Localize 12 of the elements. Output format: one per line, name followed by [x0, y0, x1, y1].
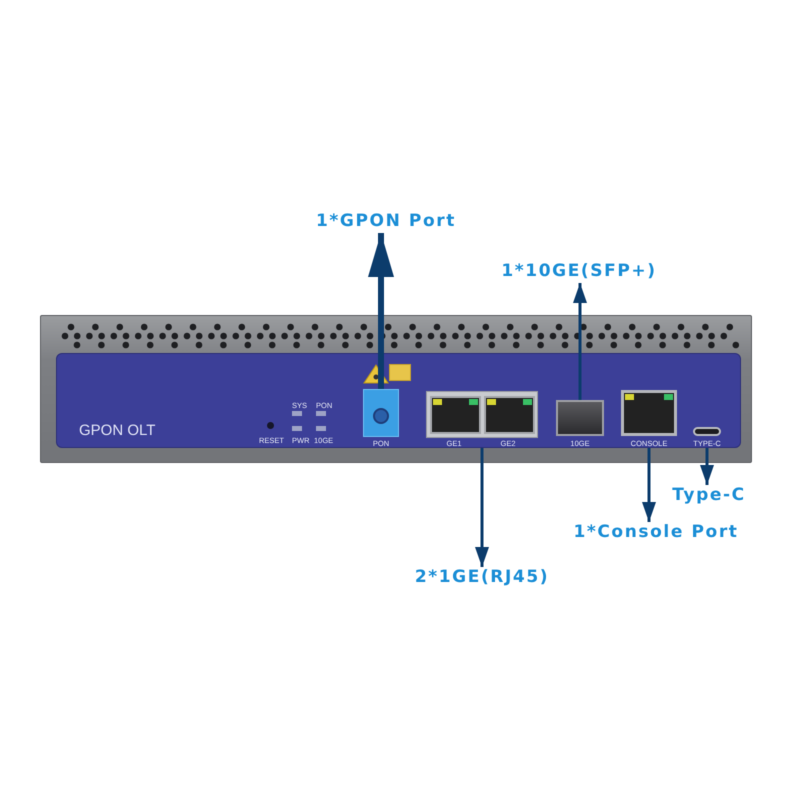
callout-label: 1*Console Port: [570, 522, 742, 544]
arrow: [368, 233, 394, 389]
callout-label: 2*1GE(RJ45): [392, 567, 572, 589]
arrow: [573, 283, 587, 400]
arrow: [642, 448, 656, 522]
device-name-label: GPON OLT: [79, 422, 156, 439]
callout-label: Type-C: [668, 485, 750, 507]
device-chassis: [40, 315, 752, 463]
callout-label: 1*GPON Port: [300, 211, 472, 233]
arrow: [700, 448, 714, 485]
arrow: [475, 448, 489, 567]
callout-label: 1*10GE(SFP+): [484, 261, 674, 283]
